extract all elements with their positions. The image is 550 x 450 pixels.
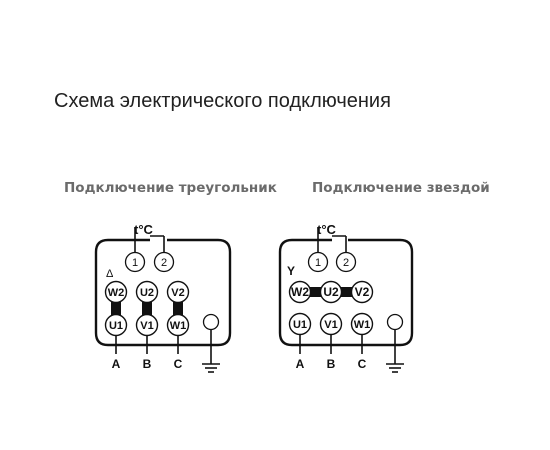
triangle-terminal-u2-label: U2	[140, 287, 154, 299]
star-box-outline	[278, 238, 414, 347]
triangle-terminal-u2: U2	[135, 280, 159, 304]
triangle-bridge-u2-v1	[142, 301, 152, 315]
triangle-terminal-u1: U1	[104, 313, 128, 337]
triangle-ground-icon	[202, 363, 220, 373]
star-terminal-w2-label: W2	[291, 285, 309, 299]
star-terminal-v1-label: V1	[324, 319, 337, 331]
triangle-ground-terminal	[202, 313, 220, 331]
star-terminal-u2-label: U2	[323, 285, 339, 299]
triangle-thermal-terminal-1-label: 1	[132, 257, 138, 269]
star-phase-c: C	[358, 357, 367, 371]
star-terminal-w1: W1	[350, 312, 374, 336]
star-thermal-terminal-2-label: 2	[343, 257, 349, 269]
triangle-bridges	[111, 301, 183, 315]
star-bridges	[309, 287, 353, 297]
triangle-bridge-v2-w1	[173, 301, 183, 315]
triangle-thermal-terminal-2-label: 2	[161, 257, 167, 269]
triangle-terminal-v2: V2	[166, 280, 190, 304]
star-bridge-u2-v2	[339, 287, 353, 297]
star-bridge-w2-u2	[309, 287, 323, 297]
star-terminal-v1: V1	[319, 312, 343, 336]
triangle-caption: Подключение треугольник	[64, 180, 277, 196]
star-caption: Подключение звездой	[312, 180, 490, 196]
triangle-box-outline	[94, 238, 232, 347]
triangle-thermal-terminal-2: 2	[153, 251, 175, 273]
triangle-terminal-v1-label: V1	[140, 320, 153, 332]
star-phase-a: A	[296, 357, 305, 371]
triangle-supply-leads	[115, 330, 212, 364]
star-terminal-box	[278, 238, 414, 347]
triangle-phase-a: A	[112, 357, 121, 371]
star-thermal-terminal-1: 1	[307, 251, 329, 273]
triangle-terminal-w2-label: W2	[108, 287, 125, 299]
star-terminal-u1-label: U1	[293, 319, 307, 331]
star-terminal-v2: V2	[350, 280, 374, 304]
star-symbol: Y	[287, 264, 295, 278]
star-thermal-terminal-2: 2	[335, 251, 357, 273]
triangle-terminal-w2: W2	[104, 280, 128, 304]
triangle-terminal-v2-label: V2	[171, 287, 184, 299]
triangle-thermal-leads	[134, 228, 165, 253]
triangle-bridge-w2-u1	[111, 301, 121, 315]
triangle-phase-b: B	[143, 357, 152, 371]
triangle-terminal-v1: V1	[135, 313, 159, 337]
star-ground-icon	[386, 363, 404, 373]
star-thermal-terminal-1-label: 1	[315, 257, 321, 269]
star-terminal-u1: U1	[288, 312, 312, 336]
star-ground-terminal	[386, 313, 404, 331]
star-terminal-u2: U2	[319, 280, 343, 304]
triangle-terminal-w1-label: W1	[170, 320, 187, 332]
triangle-terminal-box	[94, 238, 232, 347]
triangle-terminal-u1-label: U1	[109, 320, 123, 332]
star-thermal-label: t°C	[317, 222, 337, 237]
star-thermal-leads	[317, 228, 347, 253]
triangle-thermal-terminal-1: 1	[124, 251, 146, 273]
triangle-terminal-w1: W1	[166, 313, 190, 337]
triangle-thermal-label: t°C	[134, 222, 154, 237]
star-terminal-v2-label: V2	[355, 285, 370, 299]
star-supply-leads	[299, 330, 396, 364]
delta-symbol: Δ	[106, 268, 114, 280]
page-title: Схема электрического подключения	[54, 90, 391, 112]
triangle-phase-c: C	[174, 357, 183, 371]
star-terminal-w2: W2	[288, 280, 312, 304]
star-phase-b: B	[327, 357, 336, 371]
star-terminal-w1-label: W1	[354, 319, 371, 331]
